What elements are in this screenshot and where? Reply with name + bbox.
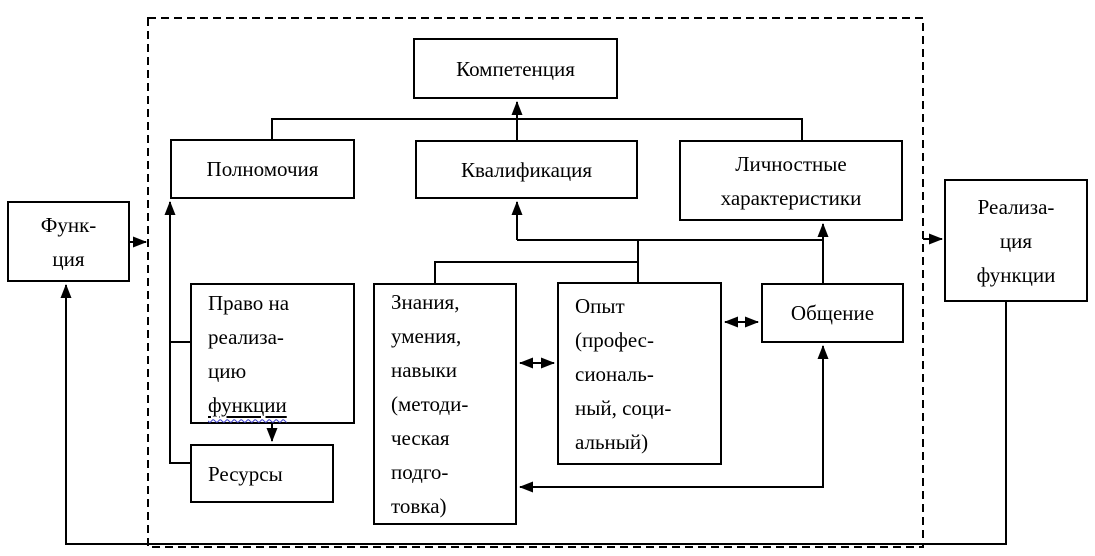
- node-pravo-label-main: Право на реализа- цию: [208, 290, 290, 383]
- node-opyt-label: Опыт (профес- сиональ- ный, соци- альный…: [575, 293, 672, 454]
- node-lichnostnye-label: Личностные характеристики: [720, 151, 862, 210]
- node-pravo-label: Право на реализа- цию функции: [208, 286, 289, 422]
- node-kvalifikatsiya: Квалификация: [415, 140, 638, 199]
- node-znaniya-label: Знания, умения, навыки (методи- ческая п…: [391, 290, 469, 518]
- node-pravo-na-realizatsiyu-funktsii: Право на реализа- цию функции: [190, 283, 355, 424]
- node-realizatsiya-funktsii: Реализа- ция функции: [944, 179, 1088, 302]
- node-kompetentsiya-label: Компетенция: [456, 56, 575, 81]
- arrow-resources-rail-to-polnomochiya-icon: [164, 201, 190, 464]
- node-lichnostnye-kharakteristiki: Личностные характеристики: [679, 140, 903, 221]
- node-kompetentsiya: Компетенция: [413, 38, 618, 99]
- node-opyt: Опыт (профес- сиональ- ный, соци- альный…: [557, 282, 722, 465]
- arrow-feedback-to-funktsiya-icon: [60, 284, 1007, 545]
- connector-top-tree: [271, 118, 803, 140]
- node-obshchenie: Общение: [761, 283, 904, 343]
- node-funktsiya: Функ- ция: [7, 201, 130, 282]
- node-kvalifikatsiya-label: Квалификация: [460, 157, 593, 182]
- node-funktsiya-label: Функ- ция: [40, 212, 97, 271]
- node-realizatsiya-label: Реализа- ция функции: [976, 194, 1056, 287]
- node-resursy: Ресурсы: [190, 444, 334, 503]
- arrow-znaniya-obshchenie-both-icon: [519, 345, 829, 493]
- node-pravo-label-underlined: функции: [208, 392, 287, 417]
- node-obshchenie-label: Общение: [790, 301, 875, 325]
- node-polnomochiya-label: Полномочия: [206, 157, 319, 181]
- node-znaniya-umeniya-navyki: Знания, умения, навыки (методи- ческая п…: [373, 283, 517, 525]
- node-resursy-label: Ресурсы: [208, 461, 283, 486]
- system-boundary-dashed-rect: [147, 17, 924, 548]
- connector-bus-to-znaniya: [434, 261, 638, 283]
- node-polnomochiya: Полномочия: [170, 139, 355, 199]
